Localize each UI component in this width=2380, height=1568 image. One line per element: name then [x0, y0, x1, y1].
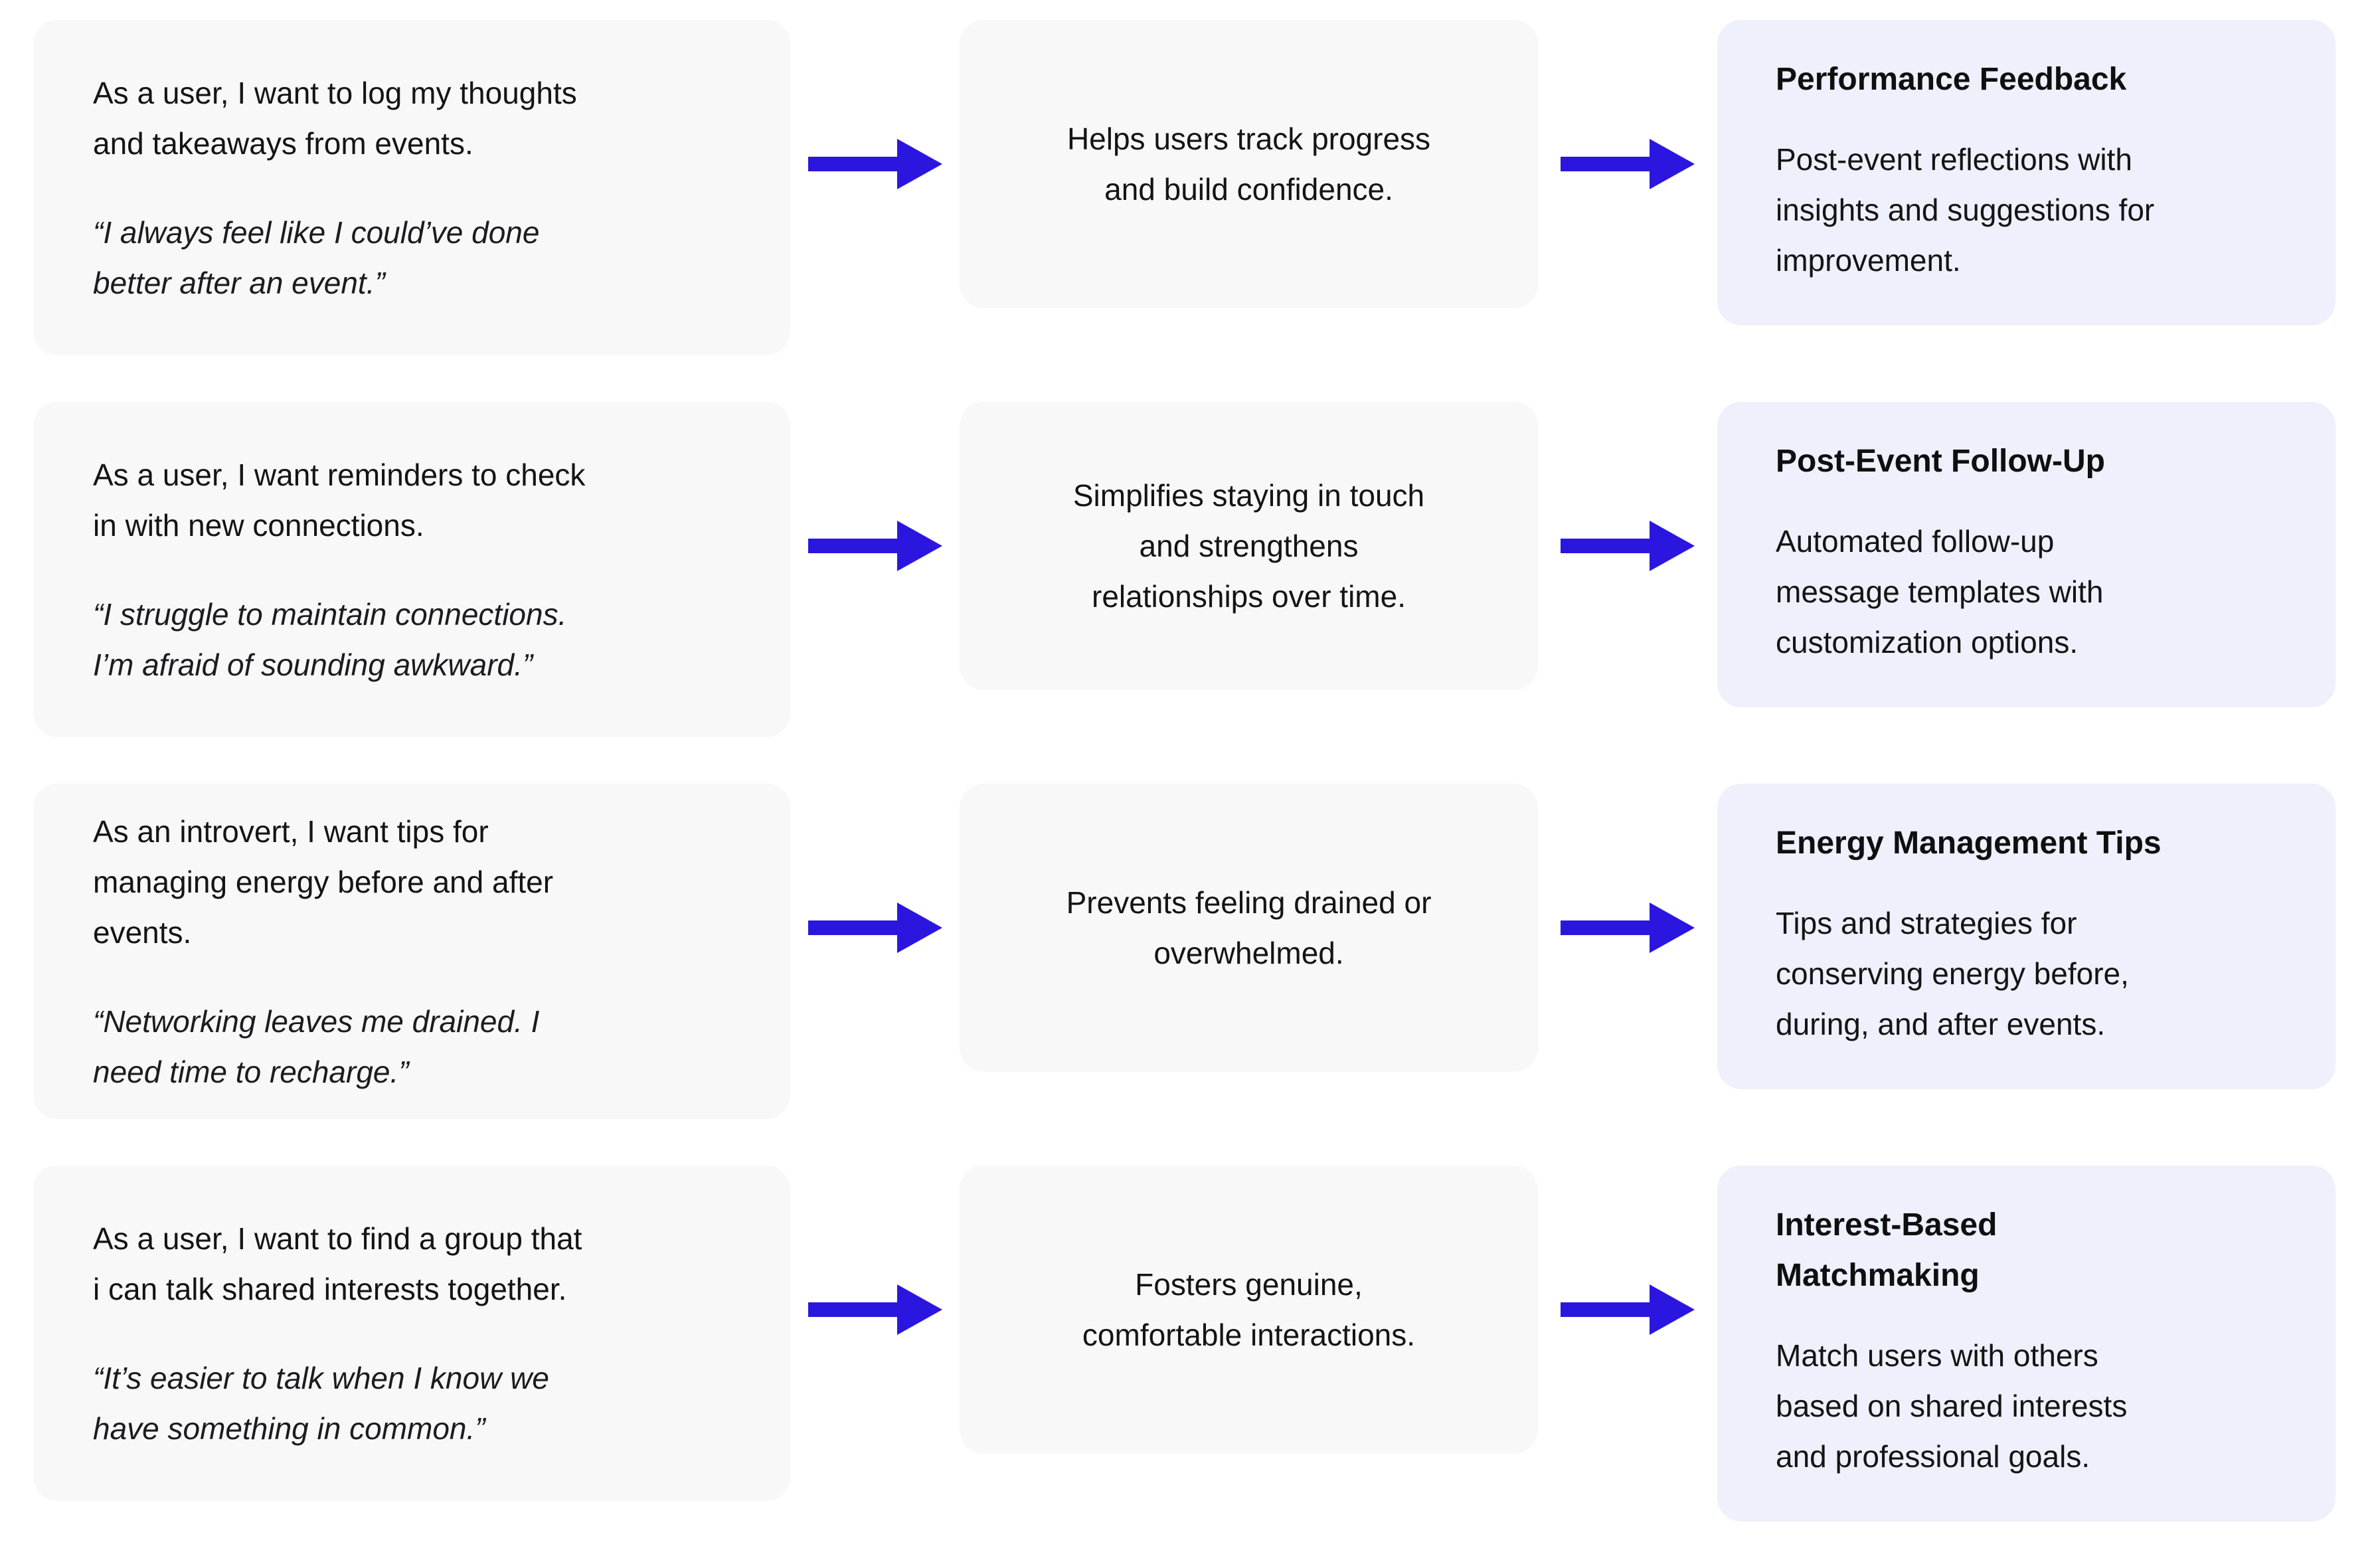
arrow-right-icon [808, 521, 942, 571]
benefit-text: Fosters genuine, comfortable interaction… [1082, 1267, 1416, 1352]
feature-card: Performance Feedback Post-event reflecti… [1717, 20, 2336, 325]
benefit-card: Prevents feeling drained or overwhelmed. [960, 784, 1538, 1072]
user-story-text: As an introvert, I want tips for managin… [93, 814, 554, 950]
benefit-card: Fosters genuine, comfortable interaction… [960, 1166, 1538, 1454]
flow-row: As a user, I want to log my thoughts and… [33, 20, 2340, 355]
feature-title: Post-Event Follow-Up [1776, 444, 2105, 479]
user-story-text: As a user, I want to find a group that i… [93, 1221, 582, 1306]
feature-title: Energy Management Tips [1776, 826, 2162, 861]
user-quote-text: “It’s easier to talk when I know we have… [93, 1360, 549, 1446]
flow-arrow-cell [1538, 784, 1717, 1072]
flow-row: As an introvert, I want tips for managin… [33, 784, 2340, 1119]
benefit-text: Helps users track progress and build con… [1066, 122, 1431, 207]
feature-title: Interest-Based Matchmaking [1776, 1207, 1998, 1293]
user-story-card: As a user, I want to log my thoughts and… [33, 20, 790, 355]
user-story-text: As a user, I want reminders to check in … [93, 457, 586, 543]
flow-arrow-cell [1538, 402, 1717, 690]
arrow-right-icon [808, 139, 942, 189]
benefit-text: Simplifies staying in touch and strength… [1072, 478, 1425, 614]
benefit-card: Helps users track progress and build con… [960, 20, 1538, 308]
feature-description: Match users with others based on shared … [1776, 1338, 2128, 1474]
arrow-right-icon [808, 1284, 942, 1335]
arrow-right-icon [1561, 903, 1695, 953]
arrow-right-icon [1561, 139, 1695, 189]
flow-arrow-cell [1538, 20, 1717, 308]
feature-description: Post-event reflections with insights and… [1776, 142, 2155, 278]
flow-row: As a user, I want reminders to check in … [33, 402, 2340, 737]
arrow-right-icon [1561, 1284, 1695, 1335]
feature-card: Interest-Based Matchmaking Match users w… [1717, 1166, 2336, 1522]
feature-description: Automated follow-up message templates wi… [1776, 524, 2104, 659]
flow-arrow-cell [790, 20, 960, 308]
user-story-card: As an introvert, I want tips for managin… [33, 784, 790, 1119]
arrow-right-icon [808, 903, 942, 953]
flow-arrow-cell [790, 784, 960, 1072]
arrow-right-icon [1561, 521, 1695, 571]
flow-arrow-cell [790, 1166, 960, 1454]
user-quote-text: “I always feel like I could’ve done bett… [93, 215, 540, 300]
feature-card: Energy Management Tips Tips and strategi… [1717, 784, 2336, 1089]
benefit-text: Prevents feeling drained or overwhelmed. [1066, 885, 1432, 970]
user-story-card: As a user, I want to find a group that i… [33, 1166, 790, 1501]
benefit-card: Simplifies staying in touch and strength… [960, 402, 1538, 690]
feature-title: Performance Feedback [1776, 62, 2127, 97]
flow-row: As a user, I want to find a group that i… [33, 1166, 2340, 1522]
feature-description: Tips and strategies for conserving energ… [1776, 906, 2129, 1041]
user-story-text: As a user, I want to log my thoughts and… [93, 75, 577, 161]
flow-arrow-cell [790, 402, 960, 690]
user-story-card: As a user, I want reminders to check in … [33, 402, 790, 737]
user-quote-text: “Networking leaves me drained. I need ti… [93, 1003, 540, 1089]
feature-card: Post-Event Follow-Up Automated follow-up… [1717, 402, 2336, 707]
user-quote-text: “I struggle to maintain connections. I’m… [93, 596, 567, 682]
flow-arrow-cell [1538, 1166, 1717, 1454]
